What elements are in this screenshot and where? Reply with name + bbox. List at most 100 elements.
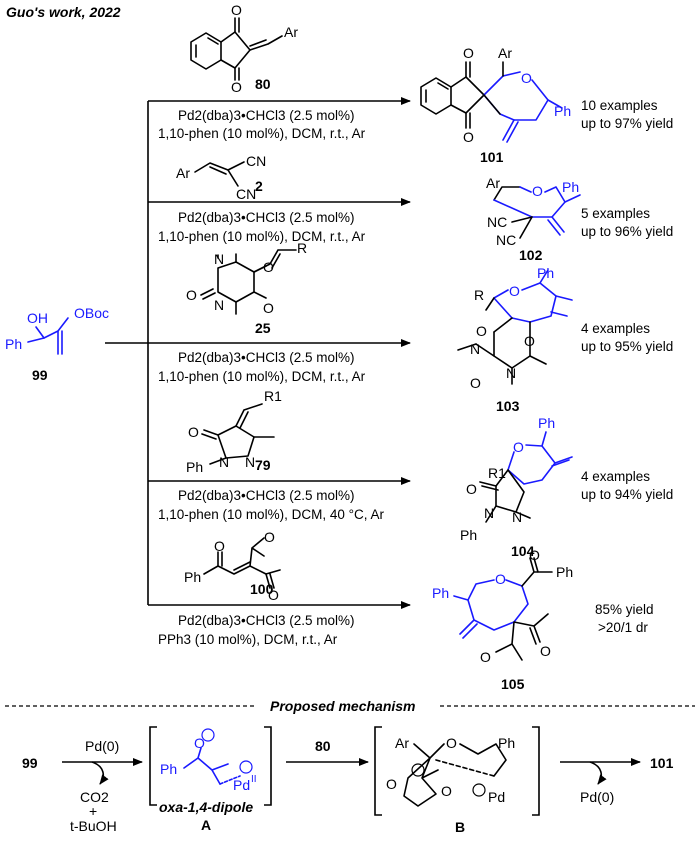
product-103-r: R xyxy=(474,287,484,303)
product-102-pyran xyxy=(493,186,566,218)
reaction-1: O O Ar 80 Pd2(dba)3•CHCl3 (2.5 mol%) 1,1… xyxy=(158,2,673,165)
product-101-spiro xyxy=(483,94,501,115)
mechanism: 99 Pd(0) CO2 + t-BuOH O Ph Pd II oxa-1,4… xyxy=(22,726,674,835)
product-102-number: 102 xyxy=(519,247,543,263)
intermediate-b-dashed xyxy=(435,759,495,777)
reagent-25-o3: O xyxy=(263,300,274,316)
reagent-79-substituents xyxy=(201,403,275,465)
product-101-number: 101 xyxy=(480,149,504,165)
intermediate-b-o2: O xyxy=(441,783,452,799)
conditions-4-line-1: Pd2(dba)3•CHCl3 (2.5 mol%) xyxy=(178,488,355,503)
product-105-ph2: Ph xyxy=(556,564,573,580)
reagent-2-ar: Ar xyxy=(176,165,190,181)
intermediate-b-cation xyxy=(472,783,486,797)
product-104-ph: Ph xyxy=(538,415,555,431)
result-1-line-2: up to 97% yield xyxy=(581,116,673,131)
reagent-79-r1: R1 xyxy=(264,388,282,404)
product-104-number: 104 xyxy=(511,543,535,559)
product-103-o3: O xyxy=(470,375,481,391)
result-1-line-1: 10 examples xyxy=(581,98,658,113)
product-104-ph2: Ph xyxy=(460,527,477,543)
reagent-100-acetyls xyxy=(249,537,281,589)
reagent-80-o1: O xyxy=(231,2,242,18)
reagent-25-o1: O xyxy=(263,259,274,275)
intermediate-a-name: oxa-1,4-dipole xyxy=(159,799,253,815)
reagent-100-o1: O xyxy=(214,538,225,554)
reagent-79-ph: Ph xyxy=(186,459,203,475)
conditions-3-line-1: Pd2(dba)3•CHCl3 (2.5 mol%) xyxy=(178,350,355,365)
intermediate-b-ph: Ph xyxy=(498,735,515,751)
product-102-ar: Ar xyxy=(486,175,500,191)
product-101-oring: O xyxy=(521,70,532,86)
conditions-1-line-2: 1,10-phen (10 mol%), DCM, r.t., Ar xyxy=(158,126,366,141)
product-102-nc2: NC xyxy=(496,232,516,248)
product-102-oring: O xyxy=(532,183,543,199)
reagent-80-o2: O xyxy=(231,79,242,95)
mech-byproduct-co2: CO2 xyxy=(80,789,109,805)
product-103-ph: Ph xyxy=(537,265,554,281)
intermediate-a-bracket-right xyxy=(264,726,272,806)
intermediate-b-ar: Ar xyxy=(395,735,409,751)
conditions-4-line-2: 1,10-phen (10 mol%), DCM, 40 °C, Ar xyxy=(158,507,384,522)
reagent-80-alkylidene xyxy=(249,35,283,51)
scheme-title: Guo's work, 2022 xyxy=(6,4,121,20)
product-103-oring: O xyxy=(509,283,520,299)
product-102-exo-alkene xyxy=(547,216,565,236)
result-4-line-1: 4 examples xyxy=(581,469,650,484)
reagent-25-alkylidene xyxy=(253,249,297,273)
reaction-3: N N O O O R 25 Pd2(dba)3•CHCl3 (2.5 mol%… xyxy=(158,240,673,414)
product-105-o1: O xyxy=(529,547,540,563)
product-105-acyls xyxy=(495,557,553,661)
sm-exo-alkene xyxy=(57,330,63,355)
product-102-structure: Ar O Ph NC NC xyxy=(486,175,581,248)
product-102-nitrile-bonds xyxy=(511,216,533,239)
product-101-o1: O xyxy=(463,45,474,61)
sm-ph-label: Ph xyxy=(5,336,22,352)
reagent-79-structure: R1 O N N Ph xyxy=(186,388,282,475)
reaction-5: Ph O O O 100 Pd2(dba)3•CHCl3 (2.5 mol%) … xyxy=(158,529,654,692)
mech-product-number: 101 xyxy=(650,755,674,771)
product-105-number: 105 xyxy=(501,676,525,692)
product-104-structure: R1 O Ph O N N Ph xyxy=(460,415,573,543)
conditions-5-line-1: Pd2(dba)3•CHCl3 (2.5 mol%) xyxy=(178,613,355,628)
mech-byproduct-arrow xyxy=(91,761,109,785)
conditions-2-line-2: 1,10-phen (10 mol%), DCM, r.t., Ar xyxy=(158,229,366,244)
reagent-2-nitriles xyxy=(227,161,245,187)
product-105-ph1: Ph xyxy=(432,585,449,601)
reagent-79-n1: N xyxy=(219,454,229,470)
reagent-2-number: 2 xyxy=(255,178,263,194)
conditions-3-line-2: 1,10-phen (10 mol%), DCM, r.t., Ar xyxy=(158,369,366,384)
reagent-100-o3: O xyxy=(268,587,279,603)
product-102-nc1: NC xyxy=(487,214,507,230)
product-101-ph-bond xyxy=(547,99,563,109)
reagent-80-ring xyxy=(220,31,251,69)
reagent-79-n2: N xyxy=(245,454,255,470)
result-5-line-1: 85% yield xyxy=(595,602,654,617)
intermediate-a-anion xyxy=(201,728,215,742)
product-104-o: O xyxy=(466,481,477,497)
product-102-ring-a xyxy=(493,186,521,201)
product-105-oring: O xyxy=(495,571,506,587)
reagent-80-ar: Ar xyxy=(284,24,298,40)
mech-start-number: 99 xyxy=(22,755,38,771)
reagent-2-cn1: CN xyxy=(246,153,266,169)
product-104-ring-bonds xyxy=(479,481,531,523)
product-101-benzene xyxy=(420,77,452,115)
result-4-line-2: up to 94% yield xyxy=(581,487,673,502)
reagent-2-structure: Ar CN CN xyxy=(176,153,266,202)
reagent-25-o2: O xyxy=(186,287,197,303)
mech-release-arrow xyxy=(589,761,607,785)
reagent-25-number: 25 xyxy=(255,320,271,336)
result-5-line-2: >20/1 dr xyxy=(598,620,648,635)
sm-oh-label: OH xyxy=(27,310,48,326)
product-103-number: 103 xyxy=(496,398,520,414)
product-101-structure: O O Ar O Ph xyxy=(420,45,571,145)
product-104-pyrazolone xyxy=(495,469,525,513)
reagent-79-o: O xyxy=(188,424,199,440)
reagent-25-n1: N xyxy=(214,251,224,267)
reagent-100-structure: Ph O O O xyxy=(184,529,281,603)
intermediate-a-o: O xyxy=(194,735,205,751)
mech-byproduct-plus: + xyxy=(89,803,97,819)
intermediate-b-anion xyxy=(411,763,425,777)
